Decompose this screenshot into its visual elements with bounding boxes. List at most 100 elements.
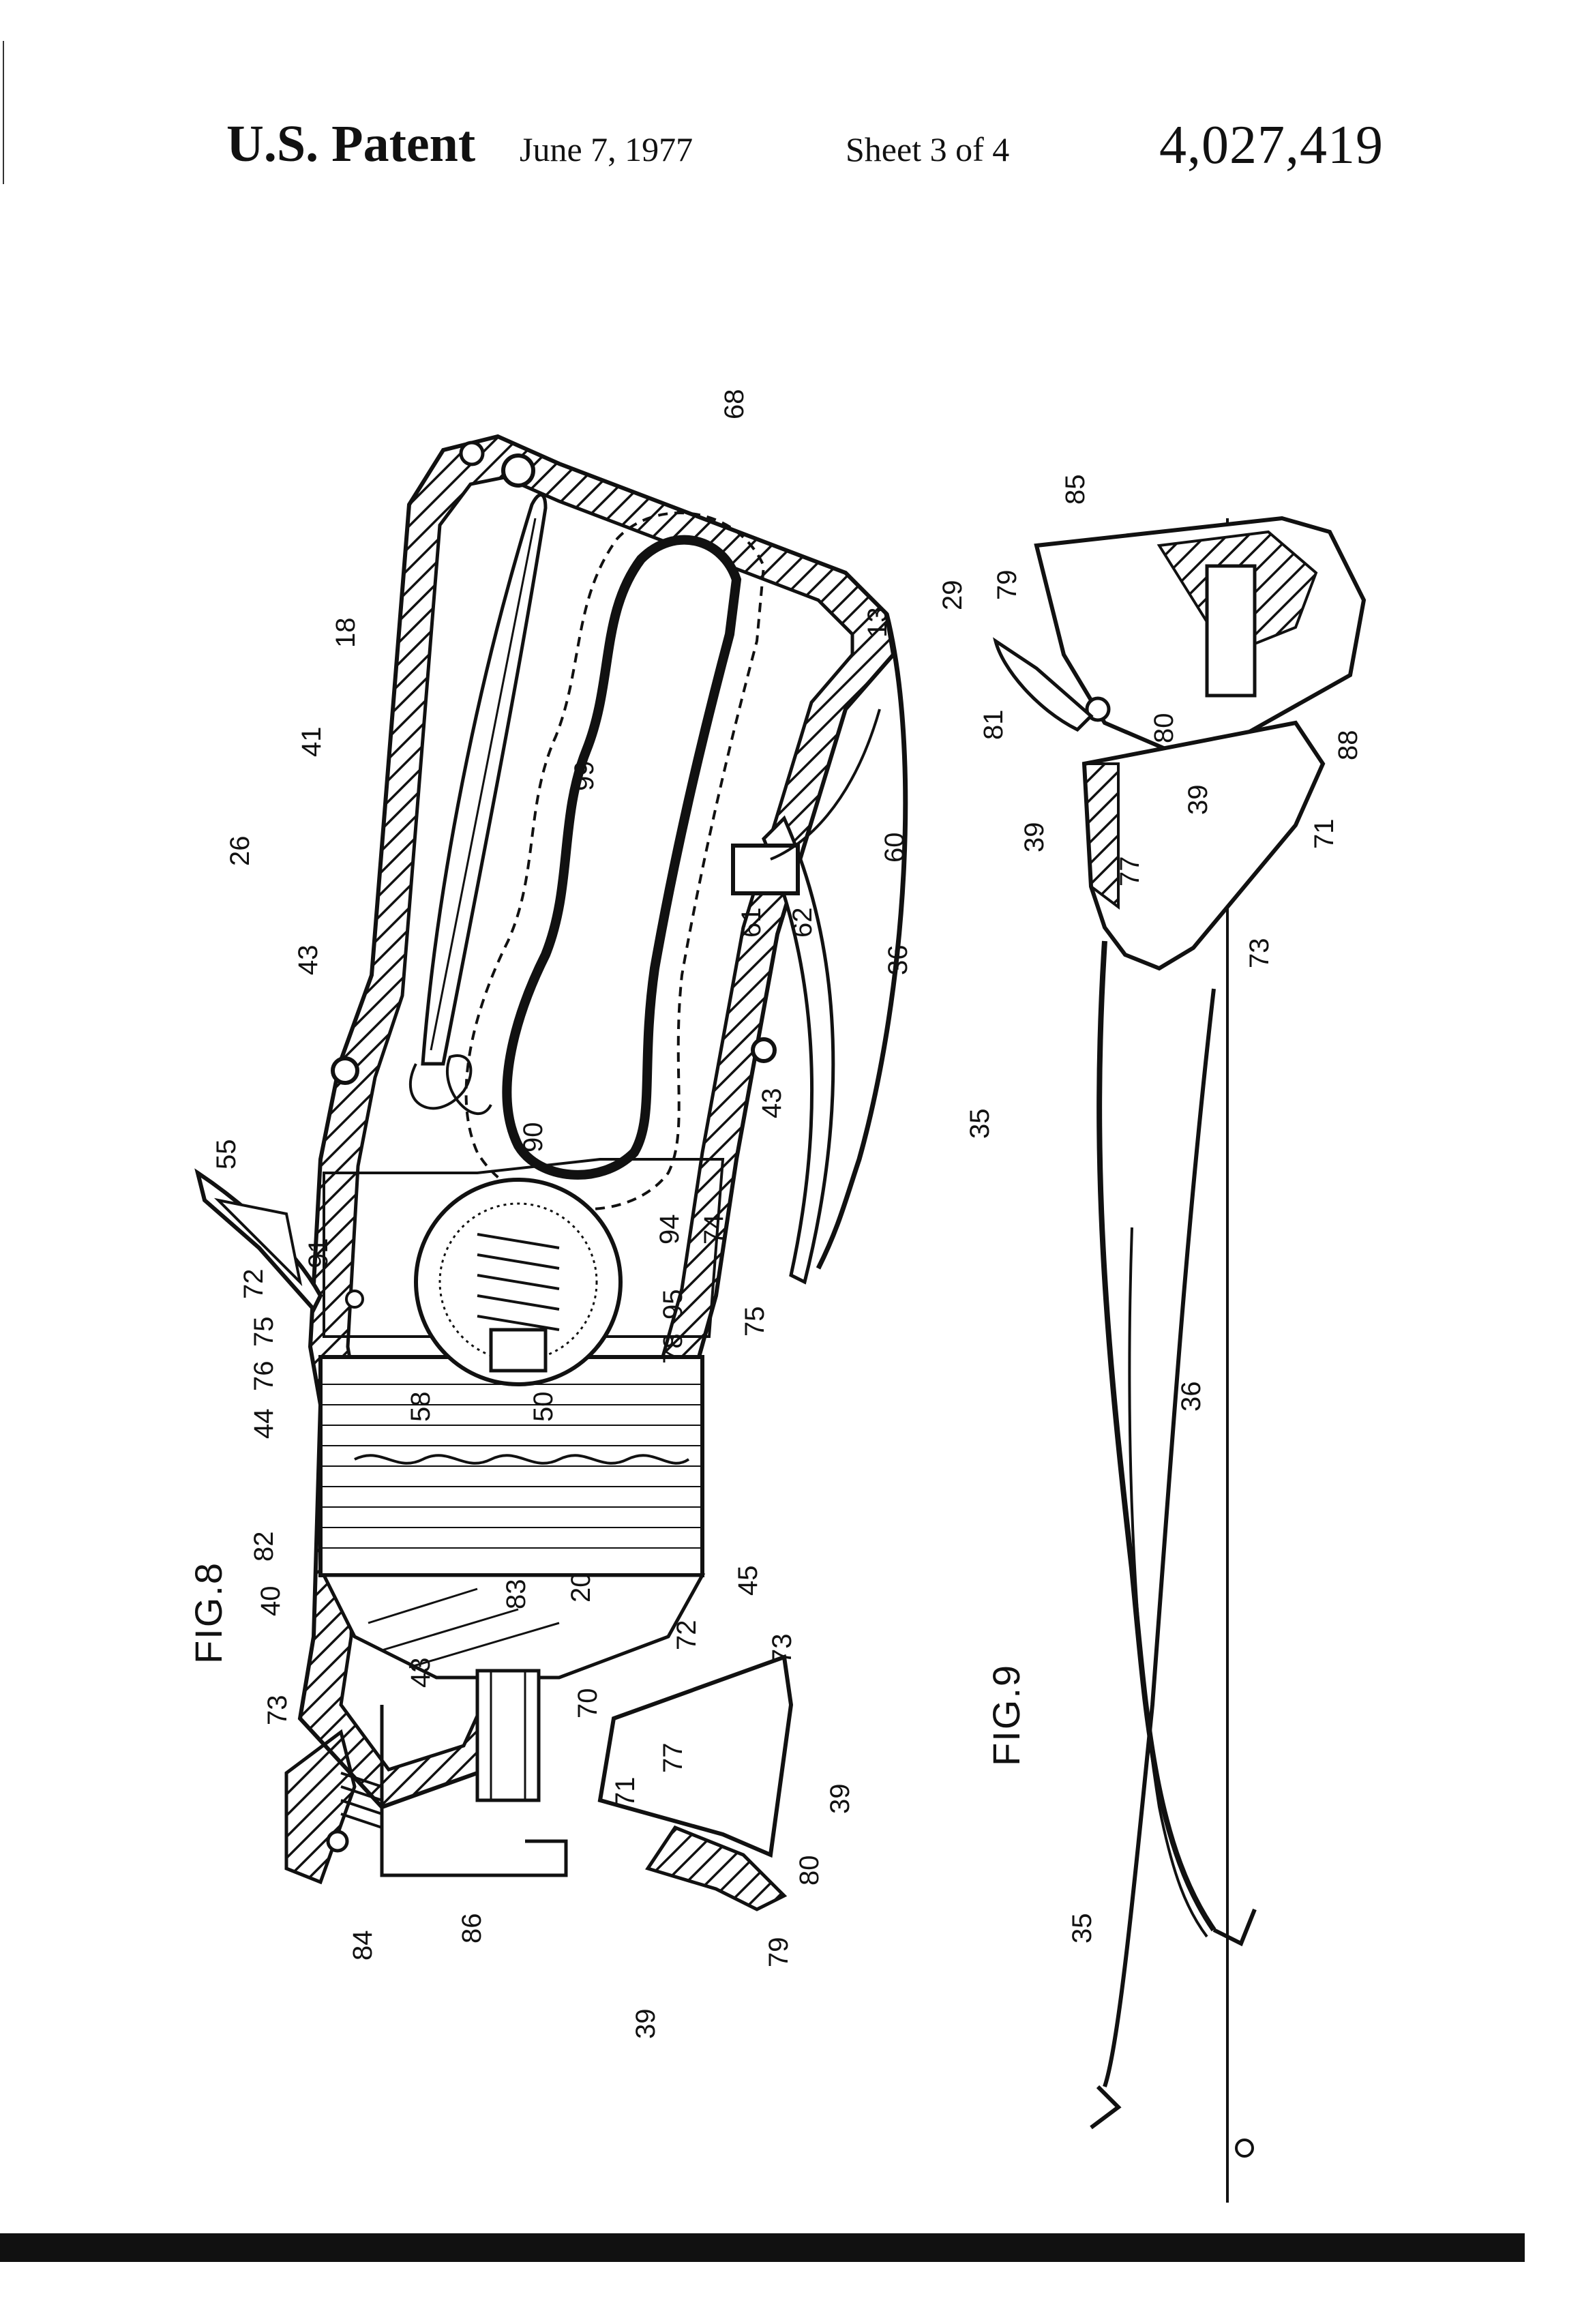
fig9-spool bbox=[1205, 564, 1257, 698]
fig8-ref-76: 76 bbox=[249, 1361, 279, 1392]
fig8-latch-pin-91 bbox=[345, 1290, 364, 1309]
fig8-ref-20: 20 bbox=[566, 1573, 596, 1603]
fig8-coil-spring bbox=[477, 1233, 560, 1331]
patent-title: U.S. Patent bbox=[226, 115, 476, 173]
fig8-spring-wire bbox=[408, 1054, 492, 1116]
fig8-ref-40: 40 bbox=[256, 1586, 286, 1617]
fig8-ref-79: 79 bbox=[764, 1937, 794, 1968]
patent-number: 4,027,419 bbox=[1159, 115, 1384, 175]
fig8-ref-73-left: 73 bbox=[263, 1695, 293, 1726]
fig8-ref-43-mid: 43 bbox=[757, 1088, 787, 1119]
fig9-ref-35: 35 bbox=[1067, 1913, 1097, 1944]
fig8-ref-44: 44 bbox=[249, 1409, 279, 1440]
fig8-spool-ribs bbox=[320, 1384, 702, 1549]
fig9-ref-81: 81 bbox=[979, 710, 1009, 741]
fig8-eyelet-70 bbox=[475, 1669, 541, 1802]
fig9-ref-39-outer: 39 bbox=[1019, 822, 1049, 853]
fig8-ref-41: 41 bbox=[297, 727, 327, 758]
fig8-pivot-pin-43a bbox=[331, 1056, 359, 1085]
fig8-ref-74: 74 bbox=[699, 1215, 729, 1245]
fig8-ref-90: 90 bbox=[518, 1122, 548, 1153]
fig8-ref-62: 62 bbox=[788, 908, 818, 938]
fig8-cutter-nose bbox=[645, 1825, 788, 1911]
fig8-ref-84: 84 bbox=[348, 1931, 378, 1961]
fig8-ref-78: 78 bbox=[658, 1334, 688, 1365]
fig8-cord bbox=[770, 709, 881, 861]
fig9-ref-36: 36 bbox=[1176, 1382, 1206, 1412]
fig8-ref-43-bottom: 43 bbox=[406, 1658, 436, 1688]
fig9-hook bbox=[992, 637, 1094, 732]
fig8-ref-60: 60 bbox=[880, 833, 910, 863]
fig8-ref-77: 77 bbox=[658, 1743, 688, 1774]
fig9-ref-77: 77 bbox=[1115, 856, 1145, 887]
fig8-ref-82: 82 bbox=[249, 1532, 279, 1562]
fig9-ref-85: 85 bbox=[1060, 475, 1090, 505]
fig8-guide-36 bbox=[762, 815, 835, 1285]
fig8-handle-hatch-ring bbox=[464, 511, 766, 1211]
fig8-ref-94: 94 bbox=[655, 1215, 685, 1245]
fig8-cone bbox=[320, 1573, 706, 1680]
fig8-ref-75-top: 75 bbox=[249, 1317, 279, 1347]
fig8-ref-86: 86 bbox=[457, 1913, 487, 1944]
fig8-ref-80: 80 bbox=[794, 1856, 824, 1886]
fig8-ref-45: 45 bbox=[733, 1566, 763, 1596]
fig8-ref-26: 26 bbox=[225, 836, 255, 867]
fig9-chamber-wall bbox=[1082, 762, 1120, 910]
fig8-top-pin bbox=[501, 453, 535, 488]
scan-edge-line bbox=[3, 41, 4, 184]
fig8-ref-13: 13 bbox=[863, 608, 893, 638]
scan-bottom-bar bbox=[0, 2233, 1525, 2262]
fig8-knob-84 bbox=[284, 1729, 357, 1885]
fig8-wound-line-58 bbox=[354, 1454, 690, 1465]
fig8-ref-58: 58 bbox=[406, 1392, 436, 1422]
fig8-knob-pin bbox=[326, 1830, 349, 1853]
fig8-ref-73-right: 73 bbox=[767, 1634, 797, 1665]
fig9-tab-upper bbox=[1212, 1908, 1257, 1947]
fig9-ref-39-inner: 39 bbox=[1183, 785, 1213, 816]
fig9-ref-88: 88 bbox=[1333, 730, 1363, 761]
fig8-guide-35 bbox=[816, 613, 908, 1270]
fig9-blade-inner bbox=[1128, 1227, 1208, 1938]
fig8-ref-71: 71 bbox=[610, 1777, 640, 1808]
fig9-ref-80: 80 bbox=[1149, 713, 1179, 744]
fig8-ref-83: 83 bbox=[501, 1579, 531, 1610]
fig9-ref-29: 29 bbox=[938, 580, 968, 611]
fig9-label: FIG.9 bbox=[985, 1664, 1028, 1766]
fig8-ref-50: 50 bbox=[528, 1392, 558, 1422]
fig8-pivot-pin-43b bbox=[751, 1037, 777, 1063]
fig8-top-pin-2 bbox=[459, 441, 485, 466]
fig9-tab-lower bbox=[1090, 2085, 1122, 2130]
fig8-ref-68: 68 bbox=[719, 389, 749, 420]
fig8-head-frame bbox=[323, 1158, 725, 1338]
fig9-ref-layer: 85 29 79 81 80 88 39 39 71 77 73 36 35 F… bbox=[938, 475, 1363, 1944]
sheet-number: Sheet 3 of 4 bbox=[846, 130, 1010, 168]
fig8-ref-18: 18 bbox=[331, 618, 361, 649]
fig8-handle-opening bbox=[502, 535, 742, 1180]
fig8-chamber-77 bbox=[597, 1654, 794, 1858]
fig9-blade-36 bbox=[1096, 940, 1217, 1932]
fig8-ref-39-right: 39 bbox=[825, 1784, 855, 1815]
fig8-ref-35: 35 bbox=[965, 1109, 995, 1139]
fig8-ref-36: 36 bbox=[883, 945, 913, 976]
fig9-ref-71: 71 bbox=[1309, 819, 1339, 850]
fig8-cone-shading bbox=[368, 1588, 560, 1669]
fig8-screw-thread bbox=[340, 1772, 383, 1829]
fig8-ref-72-bottom: 72 bbox=[672, 1620, 702, 1651]
fig8-ref-61: 61 bbox=[736, 908, 766, 938]
fig9-drawing bbox=[992, 516, 1367, 2203]
fig8-ref-layer: 68 18 41 26 99 13 43 55 60 61 62 36 43 3… bbox=[187, 389, 995, 2040]
fig8-bottom-tab-86 bbox=[380, 1705, 568, 1877]
fig8-drawing bbox=[194, 434, 908, 1911]
fig8-ref-55: 55 bbox=[211, 1139, 241, 1170]
fig8-ref-95: 95 bbox=[658, 1290, 688, 1320]
fig8-cord-clip bbox=[731, 844, 800, 895]
fig8-ref-72-top: 72 bbox=[239, 1269, 269, 1300]
fig8-ref-39-bottom: 39 bbox=[631, 2009, 661, 2040]
fig9-ref-79: 79 bbox=[992, 570, 1022, 601]
fig8-ref-70: 70 bbox=[573, 1688, 603, 1719]
fig9-ref-73: 73 bbox=[1244, 938, 1274, 969]
fig8-ref-75-bottom: 75 bbox=[740, 1307, 770, 1337]
patent-date: June 7, 1977 bbox=[520, 130, 693, 168]
